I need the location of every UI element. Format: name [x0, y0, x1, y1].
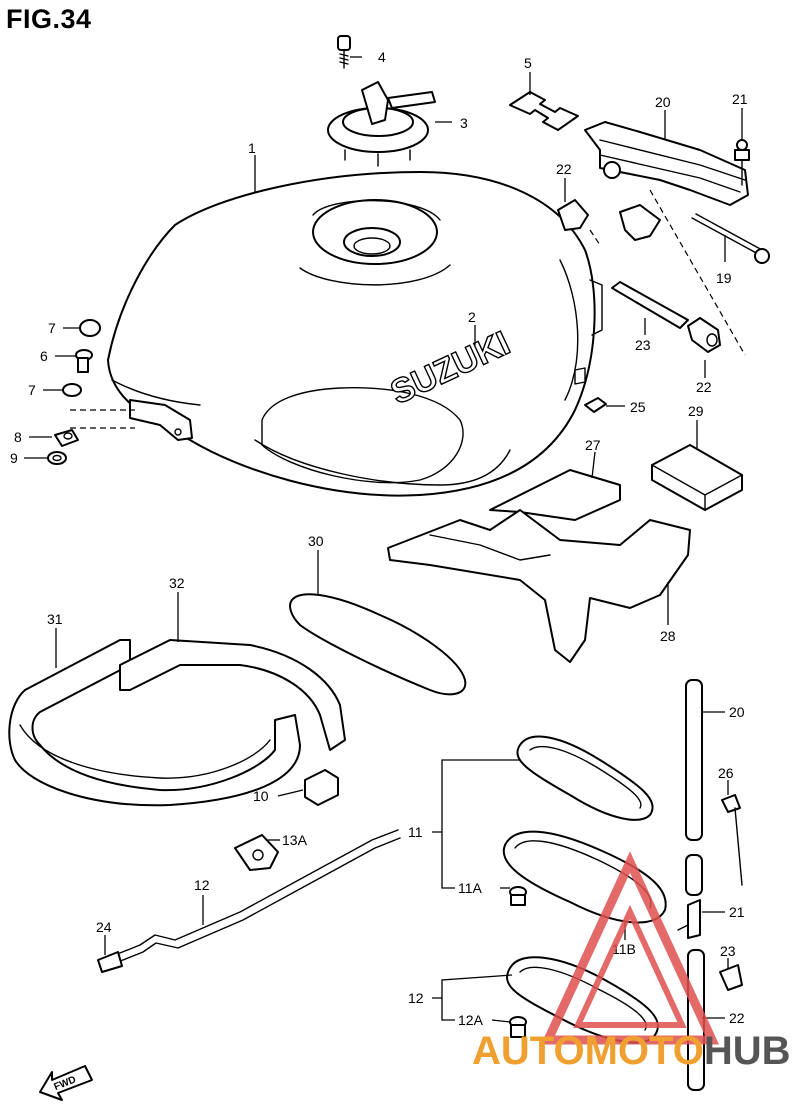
callout-label: 12A	[458, 1012, 484, 1028]
callout-label: 23	[720, 943, 736, 959]
collar-23	[611, 281, 689, 329]
watermark-logo: AUTOMOTOHUB	[472, 851, 791, 1073]
callout-label: 22	[729, 1010, 745, 1026]
callout-label: 12	[194, 877, 210, 893]
callout-label: 21	[732, 91, 748, 107]
callout-label: 11A	[458, 880, 483, 896]
washer-9	[47, 451, 67, 465]
callout-label: 7	[48, 320, 56, 336]
callout-label: 22	[696, 379, 712, 395]
guide-line	[70, 409, 135, 429]
callout-label: 29	[688, 403, 704, 419]
grommet-8	[54, 429, 79, 447]
fuel-cap	[327, 81, 436, 167]
watermark-triangle-icon	[540, 851, 720, 1045]
frame-guard	[8, 639, 346, 807]
callout-label: 13A	[282, 832, 308, 848]
guide-line	[649, 189, 746, 356]
rubber-strip-30	[289, 593, 467, 696]
long-bolt	[691, 213, 770, 264]
callout-label: 4	[378, 49, 386, 65]
callout-label: 5	[524, 55, 532, 71]
bolt-11a	[509, 886, 527, 906]
foam-pad-29	[651, 444, 743, 511]
hose-clamp-13a	[234, 834, 279, 871]
watermark-text: AUTOMOTOHUB	[472, 1029, 791, 1073]
fuel-tank: SUZUKI	[107, 171, 603, 497]
rubber-cap-7-bottom	[62, 383, 82, 397]
callout-label: 11	[408, 824, 423, 840]
callout-label: 20	[729, 704, 745, 720]
cap-bolt	[337, 35, 351, 69]
fwd-arrow-icon: FWD	[39, 1065, 93, 1101]
gasket-12	[506, 956, 659, 1044]
breather-tube-20	[685, 679, 703, 896]
callout-label: 30	[308, 533, 324, 549]
leader-lines	[24, 56, 743, 1023]
callout-label: 19	[716, 270, 732, 286]
callout-label: 10	[253, 788, 269, 804]
cushion-27	[489, 469, 621, 521]
tube-fitting-21	[677, 899, 701, 939]
rubber-bushing-22-mid	[687, 317, 721, 353]
rubber-cap-7-top	[79, 319, 101, 337]
callout-label: 2	[468, 309, 476, 325]
tube-26	[721, 794, 743, 886]
callout-label: 9	[10, 450, 18, 466]
callout-label: 32	[169, 575, 185, 591]
callout-label: 25	[630, 399, 646, 415]
callout-label: 8	[14, 429, 22, 445]
callout-label: 23	[635, 337, 651, 353]
h-shaped-pad	[509, 91, 579, 131]
gasket-11	[516, 735, 654, 821]
clip-23-lower	[719, 964, 743, 991]
clip-10	[304, 769, 339, 806]
callout-label: 6	[40, 348, 48, 364]
callout-label: 28	[660, 628, 676, 644]
cushion-28	[387, 509, 691, 663]
drain-hose	[97, 829, 401, 973]
tank-bracket	[584, 121, 749, 206]
rubber-bushing-22-top	[557, 199, 589, 231]
callout-label: 26	[718, 765, 734, 781]
clip-25	[584, 397, 607, 413]
callout-label: 1	[248, 140, 256, 156]
guide-line	[589, 229, 601, 246]
hinge-plate	[619, 204, 661, 241]
callout-label: 12	[408, 990, 424, 1006]
figure-title: FIG.34	[6, 4, 92, 34]
callout-label: 3	[460, 115, 468, 131]
callout-label: 24	[96, 919, 112, 935]
callout-label: 7	[28, 382, 36, 398]
callout-label: 22	[556, 161, 572, 177]
callout-label: 20	[655, 94, 671, 110]
screw-6	[75, 349, 93, 373]
callout-label: 27	[585, 437, 601, 453]
callout-labels: 1 2 3 4 5 6 7 7 8 9 10 11 11A 11B 12 12 …	[10, 49, 748, 1028]
callout-label: 21	[729, 904, 745, 920]
callout-label: 31	[47, 611, 63, 627]
